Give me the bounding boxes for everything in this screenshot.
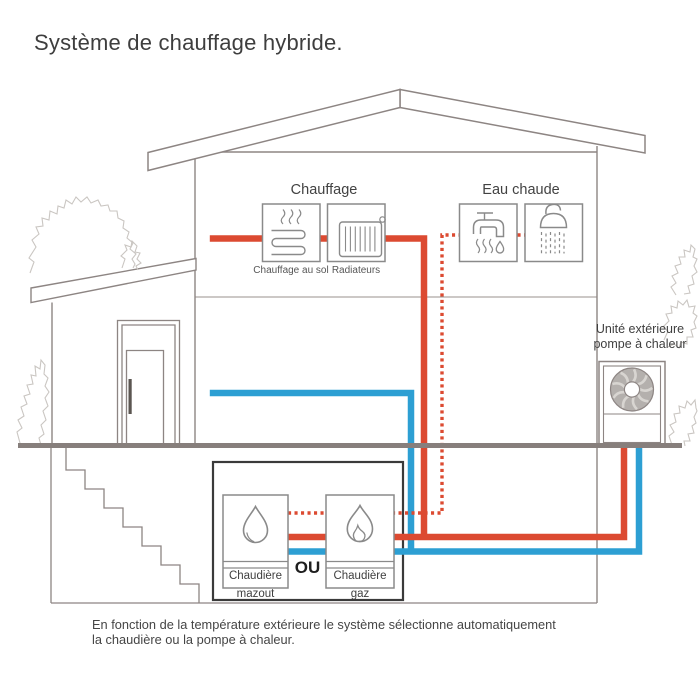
basement-outline [50,448,597,604]
label-oil-boiler-name: Chaudière [228,570,283,582]
entrance-door [116,319,181,446]
hot-pipe-basement [288,443,628,541]
label-chauffage-au-sol: Chauffage au sol [253,265,329,276]
label-radiateurs: Radiateurs [331,265,381,276]
heat-pump-unit [598,360,666,448]
gas-boiler-box [325,494,395,589]
shower-box [524,203,584,263]
oil-boiler-box [222,494,289,589]
annex-roof-band [30,257,197,304]
flame-icon [346,503,374,543]
faucet-icon [472,212,505,254]
faucet-box [458,203,518,263]
label-gas-boiler-type: gaz [350,588,370,600]
tree-sketch-left [16,196,137,446]
shower-icon [539,203,568,254]
label-or-separator: OU [294,558,321,577]
fan-icon [609,367,655,412]
label-heat-pump: Unité extérieure pompe à chaleur [593,322,687,351]
oil-drop-icon [242,504,269,544]
roof-left-band [147,88,401,172]
section-label-eau-chaude: Eau chaude [482,182,560,198]
tree-sketch-right [662,243,698,447]
pipe-network [209,233,643,555]
label-gas-boiler-name: Chaudière [333,570,387,582]
cold-pipe-basement [288,443,643,555]
door-handle [128,379,132,414]
tree-sketch-sprig [120,239,142,271]
diagram-title: Système de chauffage hybride. [34,30,343,55]
section-label-chauffage: Chauffage [290,182,358,198]
dhw-dotted-pipe [288,233,526,515]
floor-heating-icon [271,209,306,256]
stairs [65,448,200,603]
cold-pipe-loop [209,389,415,553]
caption-text: En fonction de la température extérieure… [92,617,556,647]
label-oil-boiler-type: mazout [236,588,275,600]
radiator-icon [338,216,386,258]
radiator-box [326,203,386,263]
floor-heating-box [261,203,321,263]
roof-right-band [399,88,646,154]
